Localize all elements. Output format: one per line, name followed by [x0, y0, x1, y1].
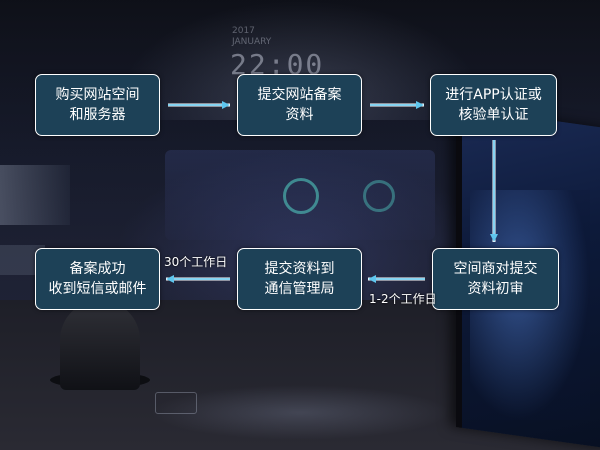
step-app-verify-text: 进行APP认证或 核验单认证 [445, 85, 541, 125]
step-submit-docs-text: 提交网站备案 资料 [258, 85, 342, 125]
step-app-verify-line2: 核验单认证 [458, 107, 529, 123]
edge-label-30-days: 30个工作日 [164, 255, 228, 269]
hologram-ring-gauge [283, 178, 319, 214]
background-clock-year: 2017 [232, 26, 255, 36]
step-submit-to-bureau-line1: 提交资料到 [264, 261, 335, 277]
step-success-line2: 收到短信或邮件 [48, 281, 147, 297]
step-submit-docs: 提交网站备案 资料 [237, 74, 362, 136]
step-app-verify-line1: 进行APP认证或 [445, 87, 542, 103]
desk-lamp [60, 300, 140, 390]
edge-label-1-2-days: 1-2个工作日 [369, 292, 437, 306]
step-submit-docs-line1: 提交网站备案 [257, 87, 342, 103]
step-submit-to-bureau-line2: 通信管理局 [264, 281, 335, 297]
step-app-verify: 进行APP认证或 核验单认证 [430, 74, 557, 136]
step-success: 备案成功 收到短信或邮件 [35, 248, 160, 310]
step-submit-to-bureau: 提交资料到 通信管理局 [237, 248, 362, 310]
floor-hologram-panel [155, 392, 197, 414]
step-success-text: 备案成功 收到短信或邮件 [49, 259, 147, 299]
step-initial-review: 空间商对提交 资料初审 [432, 248, 559, 310]
step-initial-review-line2: 资料初审 [467, 281, 524, 297]
hologram-ring-gauge-2 [363, 180, 395, 212]
step-initial-review-line1: 空间商对提交 [453, 261, 538, 277]
background-clock-date: 2017 JANUARY [232, 26, 271, 48]
step-success-line1: 备案成功 [69, 261, 126, 277]
step-submit-to-bureau-text: 提交资料到 通信管理局 [265, 259, 335, 299]
background-clock-month: JANUARY [232, 37, 272, 47]
floor-hologram-glow [150, 385, 450, 440]
step-buy-space-line1: 购买网站空间 [55, 87, 140, 103]
step-submit-docs-line2: 资料 [285, 107, 314, 123]
step-buy-space-line2: 和服务器 [69, 107, 126, 123]
wall-screen-left [0, 165, 70, 225]
step-initial-review-text: 空间商对提交 资料初审 [454, 259, 538, 299]
step-buy-space: 购买网站空间 和服务器 [35, 74, 160, 136]
step-buy-space-text: 购买网站空间 和服务器 [56, 85, 140, 125]
